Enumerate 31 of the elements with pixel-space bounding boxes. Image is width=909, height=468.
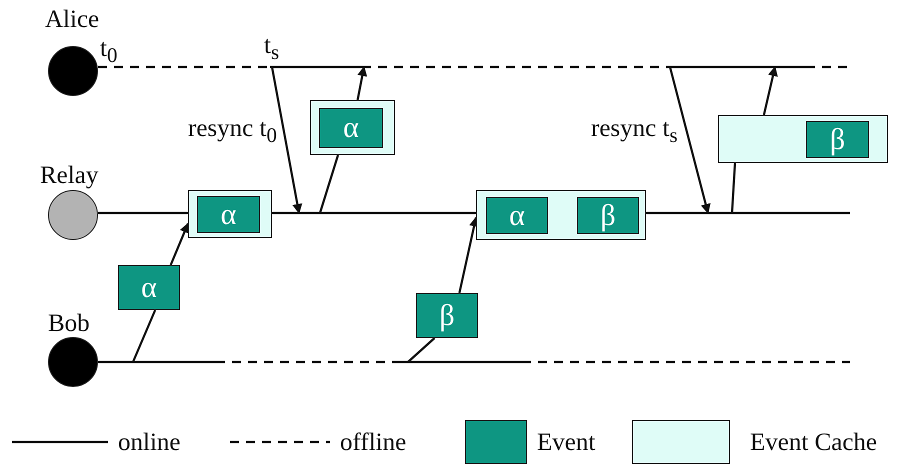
- event-box: α: [197, 196, 260, 233]
- event-box: β: [416, 293, 478, 338]
- connector-line: [407, 337, 436, 363]
- connector-line: [318, 154, 340, 214]
- legend-label: Event Cache: [750, 430, 878, 455]
- legend-label: Event: [537, 430, 596, 455]
- arrow: [668, 66, 711, 214]
- participant-name: Relay: [40, 162, 98, 190]
- arrow: [270, 66, 302, 214]
- legend-label: offline: [340, 430, 406, 455]
- event-box: α: [486, 197, 548, 234]
- time-label: t$_{0}$: [100, 36, 118, 66]
- lifeline: [98, 360, 850, 364]
- arrow: [356, 66, 368, 100]
- arrow: [170, 222, 190, 266]
- event-box: α: [118, 265, 180, 310]
- time-label: t$_{s}$: [264, 33, 280, 63]
- arrow: [762, 66, 778, 116]
- connector-line: [132, 310, 156, 362]
- event-box: β: [577, 197, 639, 234]
- legend-label: online: [118, 430, 180, 455]
- event-box: α: [319, 108, 383, 148]
- participant-name: Alice: [45, 6, 100, 34]
- event-cache-box: [310, 100, 395, 155]
- event-cache-box: [188, 190, 272, 238]
- participant-name: Bob: [48, 310, 90, 338]
- event-box: β: [806, 121, 869, 158]
- lifeline: [98, 66, 850, 68]
- event-cache-box: [476, 190, 646, 240]
- connector-line: [730, 162, 736, 214]
- event-cache-box: [718, 115, 888, 163]
